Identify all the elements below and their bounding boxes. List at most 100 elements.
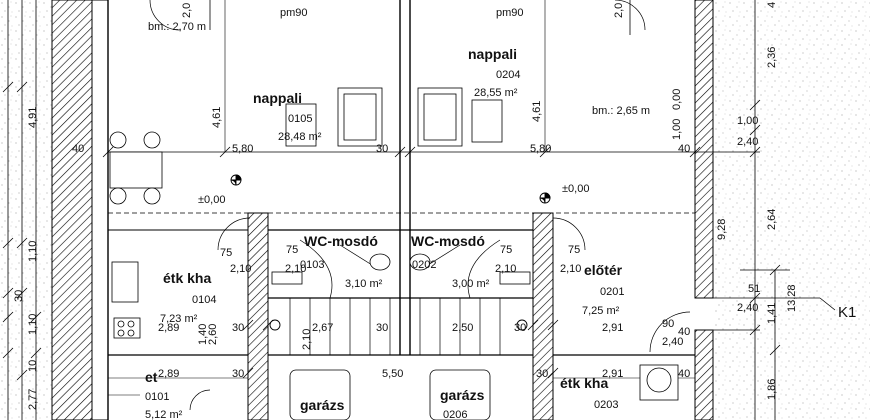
room-name: nappali (253, 90, 302, 106)
structure-lines (107, 0, 700, 420)
dimension-ticks (102, 146, 701, 379)
dimension-label: 5,80 (530, 143, 551, 155)
dimension-label: 2,64 (766, 209, 778, 230)
dimension-label: 2,10 (230, 263, 251, 275)
window-label: pm90 (280, 7, 308, 19)
room-code: 0101 (145, 391, 169, 403)
room-area: 7,23 m² (160, 313, 198, 325)
dimension-label: 2,0 (613, 3, 625, 18)
dimension-label: 2,89 (158, 322, 179, 334)
dimension-label: 40 (678, 326, 690, 338)
dimension-texts: 4,61 4,61 4,91 40 5,80 30 5,80 40 2,36 1… (13, 2, 798, 410)
site-ground (715, 0, 870, 420)
room-area: 28,55 m² (474, 87, 518, 99)
room-name: WC-mosdó (411, 233, 485, 249)
dimension-label: 1,41 (766, 303, 778, 324)
dimension-label: 5,80 (232, 143, 253, 155)
dimension-label: 4,91 (27, 107, 39, 128)
dimension-label: 40 (72, 143, 84, 155)
room-area: 28,48 m² (278, 131, 322, 143)
dimension-label: 2,36 (766, 47, 778, 68)
room-area: 3,00 m² (452, 278, 490, 290)
dimension-label: 2,10 (495, 263, 516, 275)
dimension-label: 0,00 (671, 89, 683, 110)
dimension-label: 1,40 (197, 324, 209, 345)
level-label: ±0,00 (198, 194, 225, 206)
room-code: 0202 (412, 259, 436, 271)
dimension-label: 4 (766, 2, 778, 8)
dimension-label: 30 (536, 368, 548, 380)
dimension-label: 40 (678, 368, 690, 380)
dimension-label: 30 (232, 322, 244, 334)
window-label: pm90 (496, 7, 524, 19)
right-dimension-lines (700, 0, 836, 420)
site-ground-left (0, 0, 52, 420)
dimension-label: 30 (232, 368, 244, 380)
room-name: étk kha (560, 375, 608, 391)
level-label: ±0,00 (562, 183, 589, 195)
dimension-label: 4,61 (531, 101, 543, 122)
staircase (267, 229, 534, 356)
room-code: 0201 (600, 286, 624, 298)
dimension-label: 30 (13, 290, 25, 302)
dimension-label: 30 (376, 143, 388, 155)
dimension-label: 30 (514, 322, 526, 334)
dimension-label: 2,10 (301, 329, 313, 350)
dimension-label: 2,50 (452, 322, 473, 334)
dimension-label: 2,0 (181, 3, 193, 18)
room-name: nappali (468, 46, 517, 62)
doors (149, 0, 691, 411)
room-code: 0104 (192, 294, 216, 306)
room-code: 0103 (300, 259, 324, 271)
dimension-label: 9,28 (716, 219, 728, 240)
dimension-label: 13,28 (786, 284, 798, 312)
dimension-label: 10 (27, 360, 39, 372)
dimension-label: 2,91 (602, 368, 623, 380)
room-code: 0206 (443, 409, 467, 420)
room-area: 7,25 m² (582, 305, 620, 317)
dimension-label: 4,61 (211, 107, 223, 128)
dimension-label: 1,86 (766, 379, 778, 400)
dimension-label: 1,10 (27, 241, 39, 262)
dimension-label: 75 (568, 244, 580, 256)
left-dimension-lines (2, 0, 42, 420)
dimension-label: 2,60 (207, 324, 219, 345)
room-area: 3,10 m² (345, 278, 383, 290)
dimension-label: 1,00 (671, 119, 683, 140)
room-area: 5,12 m² (145, 409, 183, 420)
dimension-label: 5,50 (382, 368, 403, 380)
room-code: 0203 (594, 399, 618, 411)
room-code: 0204 (496, 69, 520, 81)
furniture (109, 87, 679, 420)
room-name: étk kha (163, 270, 211, 286)
dimension-label: 2,40 (737, 302, 758, 314)
dimension-label: 90 (662, 318, 674, 330)
dimension-label: 40 (678, 143, 690, 155)
room-name: előtér (584, 262, 623, 278)
room-name: et (145, 369, 158, 385)
room-name: WC-mosdó (304, 233, 378, 249)
dimension-label: 75 (220, 247, 232, 259)
dimension-label: 2,77 (27, 389, 39, 410)
ceiling-height: bm.: 2,65 m (592, 105, 650, 117)
dimension-label: 51 (748, 283, 760, 295)
level-markers (230, 174, 551, 331)
walls-hatched (51, 0, 714, 420)
dimension-label: 75 (500, 244, 512, 256)
dimension-label: 2,89 (158, 368, 179, 380)
dimension-label: 2,10 (560, 263, 581, 275)
room-name: garázs (440, 387, 485, 403)
dimension-label: 1,10 (27, 314, 39, 335)
dimension-label: 1,00 (737, 115, 758, 127)
section-marker: K1 (838, 304, 856, 321)
room-name: garázs (300, 397, 345, 413)
dimension-label: 2,91 (602, 322, 623, 334)
ceiling-height: bm.: 2,70 m (148, 21, 206, 33)
dimension-label: 2,40 (662, 336, 683, 348)
room-code: 0105 (288, 113, 312, 125)
dimension-label: 2,67 (312, 322, 333, 334)
dimension-label: 75 (286, 244, 298, 256)
dimension-label: 2,10 (285, 263, 306, 275)
dimension-label: 30 (376, 322, 388, 334)
